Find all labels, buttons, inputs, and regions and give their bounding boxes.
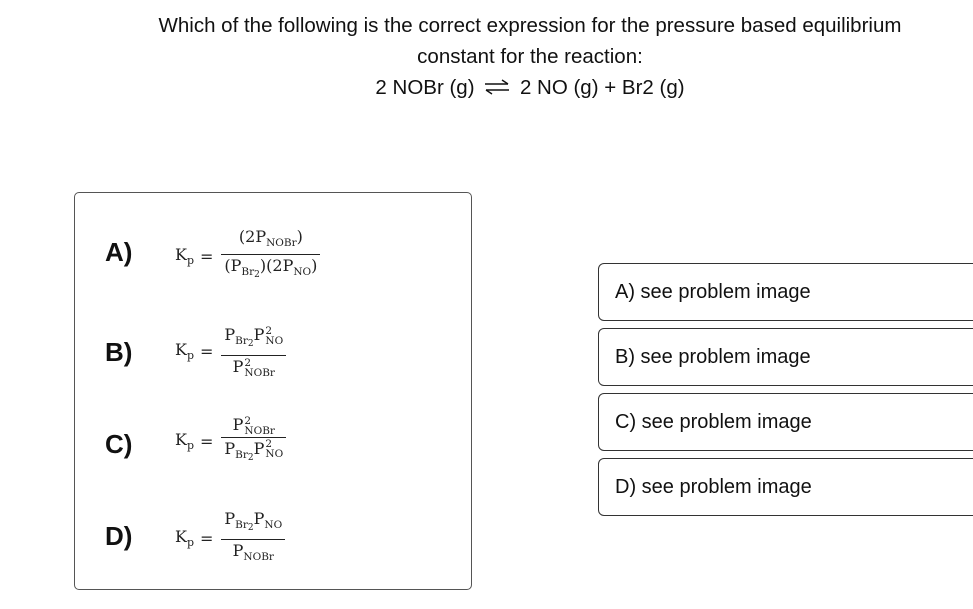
numerator-d: PBr2PNO <box>224 509 283 533</box>
problem-image: A) Kp = (2PNOBr) (PBr2)(2PNO) B) Kp = PB… <box>74 192 472 590</box>
denominator-d: PNOBr <box>232 541 274 563</box>
option-letter-a: A) <box>105 237 133 267</box>
denominator-a: (PBr2)(2PNO) <box>224 256 318 280</box>
answer-option-d[interactable]: D) see problem image <box>598 458 973 516</box>
question-line-2: constant for the reaction: <box>417 45 643 68</box>
fraction-bar <box>221 254 321 255</box>
equals-sign: = <box>200 341 214 361</box>
equals-sign: = <box>200 528 214 548</box>
reaction-equation: 2 NOBr (g) 2 NO (g) + Br2 (g) <box>0 72 973 103</box>
reaction-products: 2 NO (g) + Br2 (g) <box>519 76 685 99</box>
equilibrium-arrows-icon <box>485 79 510 95</box>
answer-option-a[interactable]: A) see problem image <box>598 263 973 321</box>
fraction-d: PBr2PNO PNOBr <box>221 509 286 567</box>
option-letter-d: D) <box>105 521 133 551</box>
fraction-a: (2PNOBr) (PBr2)(2PNO) <box>221 227 321 285</box>
equation-a: Kp = (2PNOBr) (PBr2)(2PNO) <box>175 227 321 285</box>
option-letter-c: C) <box>105 429 133 459</box>
fraction-bar <box>221 355 287 356</box>
question-line-1: Which of the following is the correct ex… <box>158 14 902 37</box>
fraction-bar <box>221 539 286 540</box>
kp-symbol: Kp <box>175 244 194 268</box>
kp-symbol: Kp <box>175 340 194 363</box>
question-text: Which of the following is the correct ex… <box>0 10 973 103</box>
option-letter-b: B) <box>105 337 133 367</box>
answer-option-b[interactable]: B) see problem image <box>598 328 973 386</box>
numerator-a: (2PNOBr) <box>238 227 303 249</box>
reaction-reactants: 2 NOBr (g) <box>375 76 475 99</box>
kp-symbol: Kp <box>175 526 194 550</box>
equation-d: Kp = PBr2PNO PNOBr <box>175 509 286 567</box>
equals-sign: = <box>200 431 214 451</box>
fraction-bar <box>221 436 287 438</box>
equals-sign: = <box>200 246 214 266</box>
answer-option-c[interactable]: C) see problem image <box>598 393 973 451</box>
kp-symbol: Kp <box>175 430 194 453</box>
